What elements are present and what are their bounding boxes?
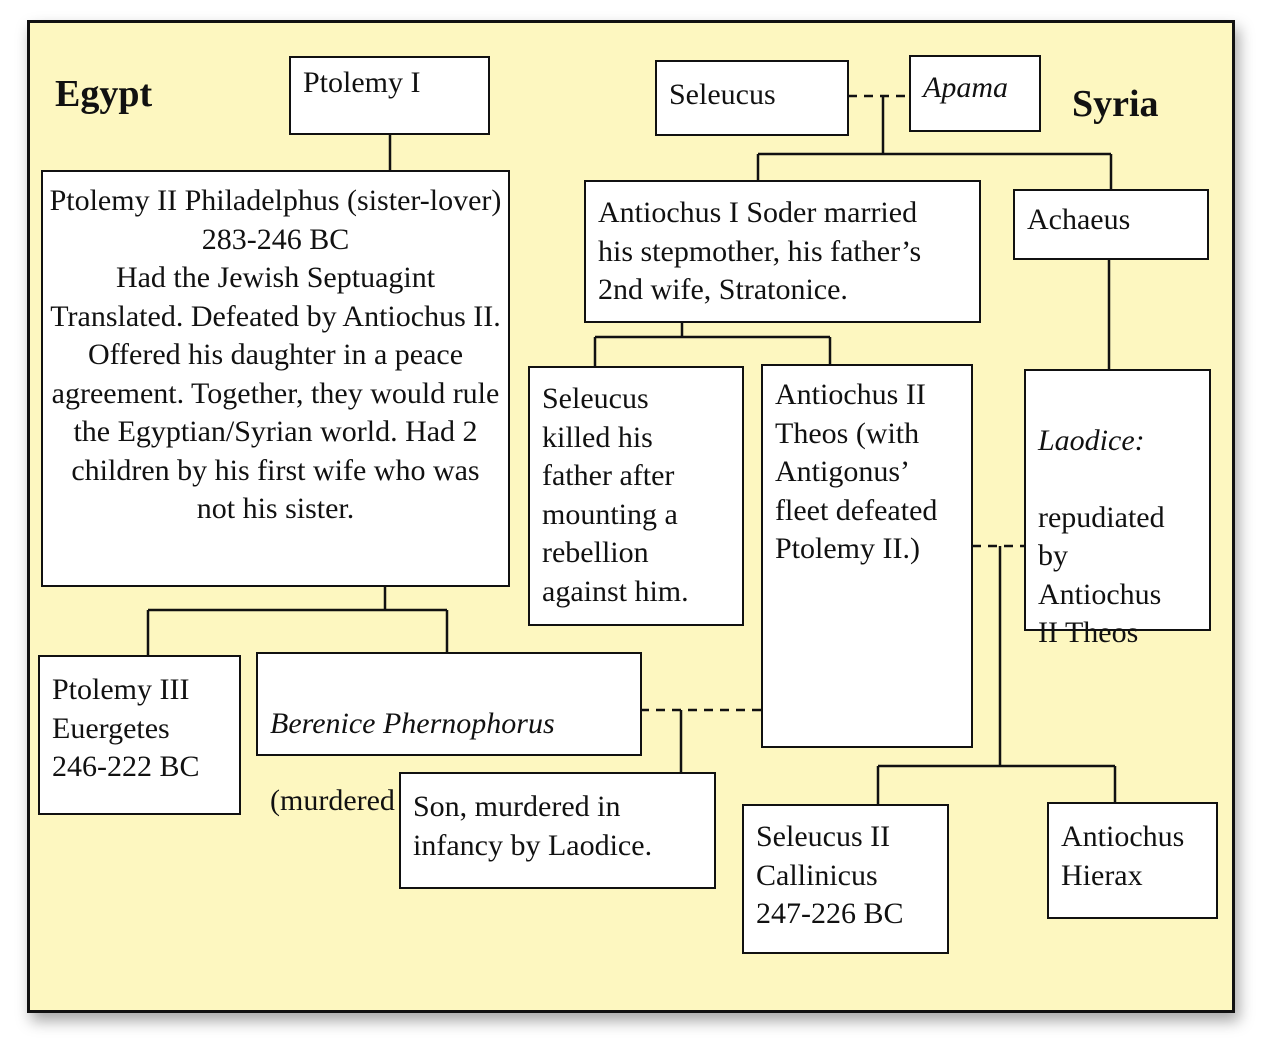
- node-apama: Apama: [909, 55, 1041, 132]
- region-label-syria: Syria: [1072, 83, 1159, 125]
- node-antiochus-2: Antiochus II Theos (with Antigonus’ flee…: [761, 364, 973, 748]
- node-antiochus-1: Antiochus I Soder married his stepmother…: [584, 180, 981, 323]
- node-antiochus-hierax: Antiochus Hierax: [1047, 802, 1218, 919]
- node-ptolemy-3: Ptolemy III Euergetes 246-222 BC: [38, 655, 241, 815]
- region-label-egypt: Egypt: [55, 73, 153, 115]
- node-laodice: Laodice: repudiated by Antiochus II Theo…: [1024, 369, 1211, 649]
- node-ptolemy-1: Ptolemy I: [289, 56, 490, 135]
- laodice-note: repudiated by Antiochus II Theos: [1038, 500, 1165, 650]
- node-seleucus-son: Seleucus killed his father after mountin…: [528, 366, 744, 626]
- node-berenice: Berenice Phernophorus (murdered by Laodi…: [256, 652, 642, 817]
- berenice-name: Berenice Phernophorus: [270, 706, 555, 740]
- node-achaeus: Achaeus: [1013, 189, 1209, 260]
- laodice-name: Laodice:: [1038, 423, 1145, 457]
- node-seleucus-2: Seleucus II Callinicus 247-226 BC: [742, 804, 949, 954]
- node-seleucus: Seleucus: [655, 60, 849, 136]
- node-ptolemy-2: Ptolemy II Philadelphus (sister-lover) 2…: [41, 170, 510, 587]
- node-son: Son, murdered in infancy by Laodice.: [399, 772, 716, 889]
